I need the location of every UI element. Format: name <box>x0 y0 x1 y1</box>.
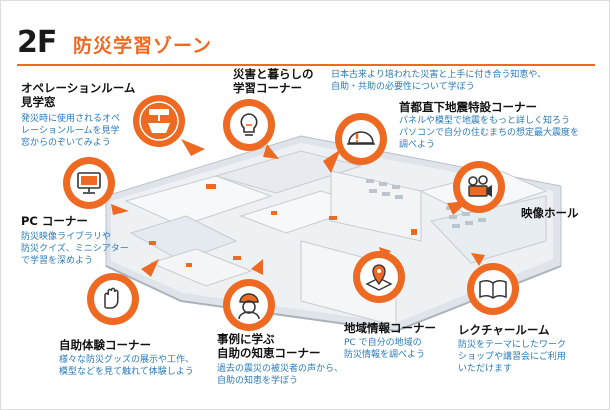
zone-case-study-desc: 過去の震災の被災者の声から、 自助の知恵を学ぼう <box>217 364 344 386</box>
title-divider <box>17 64 595 66</box>
zone-disaster-life-name: 災害と暮らしの 学習コーナー <box>233 67 314 95</box>
page-title: 防災学習ゾーン <box>73 35 213 57</box>
zone-disaster-life-desc: 日本古来より培われた災害と上手に付き合う知恵や、 自助・共助の必要性について学ぼ… <box>331 70 547 92</box>
zone-regional-info-name: 地域情報コーナー <box>344 321 436 335</box>
zone-earthquake-desc: パネルや模型で地震をもっと詳しく知ろう パソコンで自分の住むまちの想定最大震度を… <box>399 116 580 150</box>
zone-pc-corner-name: PC コーナー <box>21 214 88 228</box>
zone-operation-room-desc: 発災時に使用されるオペ レーションルームを見学 窓からのぞいてみよう <box>21 114 121 148</box>
zone-regional-info-desc: PC で自分の地域の 防災情報を調べよう <box>344 338 426 360</box>
zone-earthquake-name: 首都直下地震特設コーナー <box>399 100 537 114</box>
zone-lecture-room-name: レクチャールーム <box>458 323 550 337</box>
zone-case-study-name: 事例に学ぶ 自助の知恵コーナー <box>217 332 321 360</box>
lightbulb-icon <box>223 99 275 151</box>
map-pin-icon <box>353 251 405 303</box>
zone-hands-on-desc: 様々な防災グッズの展示や工作、 模型などを見て触れて体験しよう <box>59 355 195 377</box>
hand-icon <box>87 273 139 325</box>
helmet-icon <box>335 113 387 165</box>
zone-lecture-room-desc: 防災をテーマにしたワーク ショップや講習会にご利用 いただけます <box>458 340 567 374</box>
book-icon <box>467 263 519 315</box>
zone-video-hall-name: 映像ホール <box>521 206 579 220</box>
projector-icon <box>453 161 505 213</box>
control-desk-icon <box>133 95 185 147</box>
zone-hands-on-name: 自助体験コーナー <box>59 338 151 352</box>
person-helmet-icon <box>223 279 275 331</box>
zone-operation-room-name: オペレーションルーム 見学窓 <box>21 81 136 109</box>
floor-label: 2F <box>17 25 57 60</box>
zone-pc-corner-desc: 防災映像ライブラリや 防災クイズ、ミニシアター で学習を深めよう <box>21 232 129 266</box>
computer-icon <box>63 157 115 209</box>
